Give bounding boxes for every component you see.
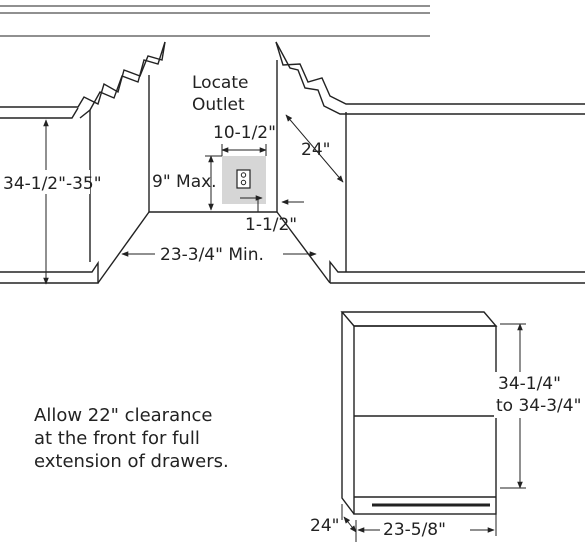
outlet-width-label: 10-1/2" [213, 123, 276, 143]
outlet-offset-label: 1-1/2" [245, 215, 297, 235]
appliance-width-label: 23-5/8" [383, 520, 446, 540]
outlet-hole-icon [240, 179, 247, 186]
countertop-lines [0, 5, 430, 37]
depth-label: 24" [301, 140, 330, 160]
outlet-hole-icon [240, 172, 247, 178]
clearance-note-line3: extension of drawers. [34, 451, 229, 472]
counter-height-label: 34-1/2"-35" [3, 174, 102, 194]
appliance-depth-arrow [343, 516, 357, 533]
appliance-height-label-bg [494, 372, 585, 418]
outlet-icon [236, 169, 251, 189]
depth-arrow [285, 114, 344, 183]
counter-height-label-bg [0, 170, 90, 194]
outlet-height-label: 9" Max. [152, 172, 217, 192]
outlet-label-line1: Locate [192, 73, 248, 93]
clearance-note-line2: at the front for full [34, 428, 200, 449]
outlet-label-line2: Outlet [192, 95, 245, 115]
clearance-note: Allow 22" clearance at the front for ful… [34, 404, 274, 473]
cabinet-opening [0, 41, 585, 284]
clearance-note-line1: Allow 22" clearance [34, 405, 213, 426]
appliance-height-line1: 34-1/4" [498, 374, 561, 394]
appliance-drawer-unit [340, 311, 498, 515]
opening-width-label: 23-3/4" Min. [160, 245, 264, 265]
appliance-depth-label: 24" [310, 516, 339, 536]
appliance-height-line2: to 34-3/4" [496, 396, 581, 416]
